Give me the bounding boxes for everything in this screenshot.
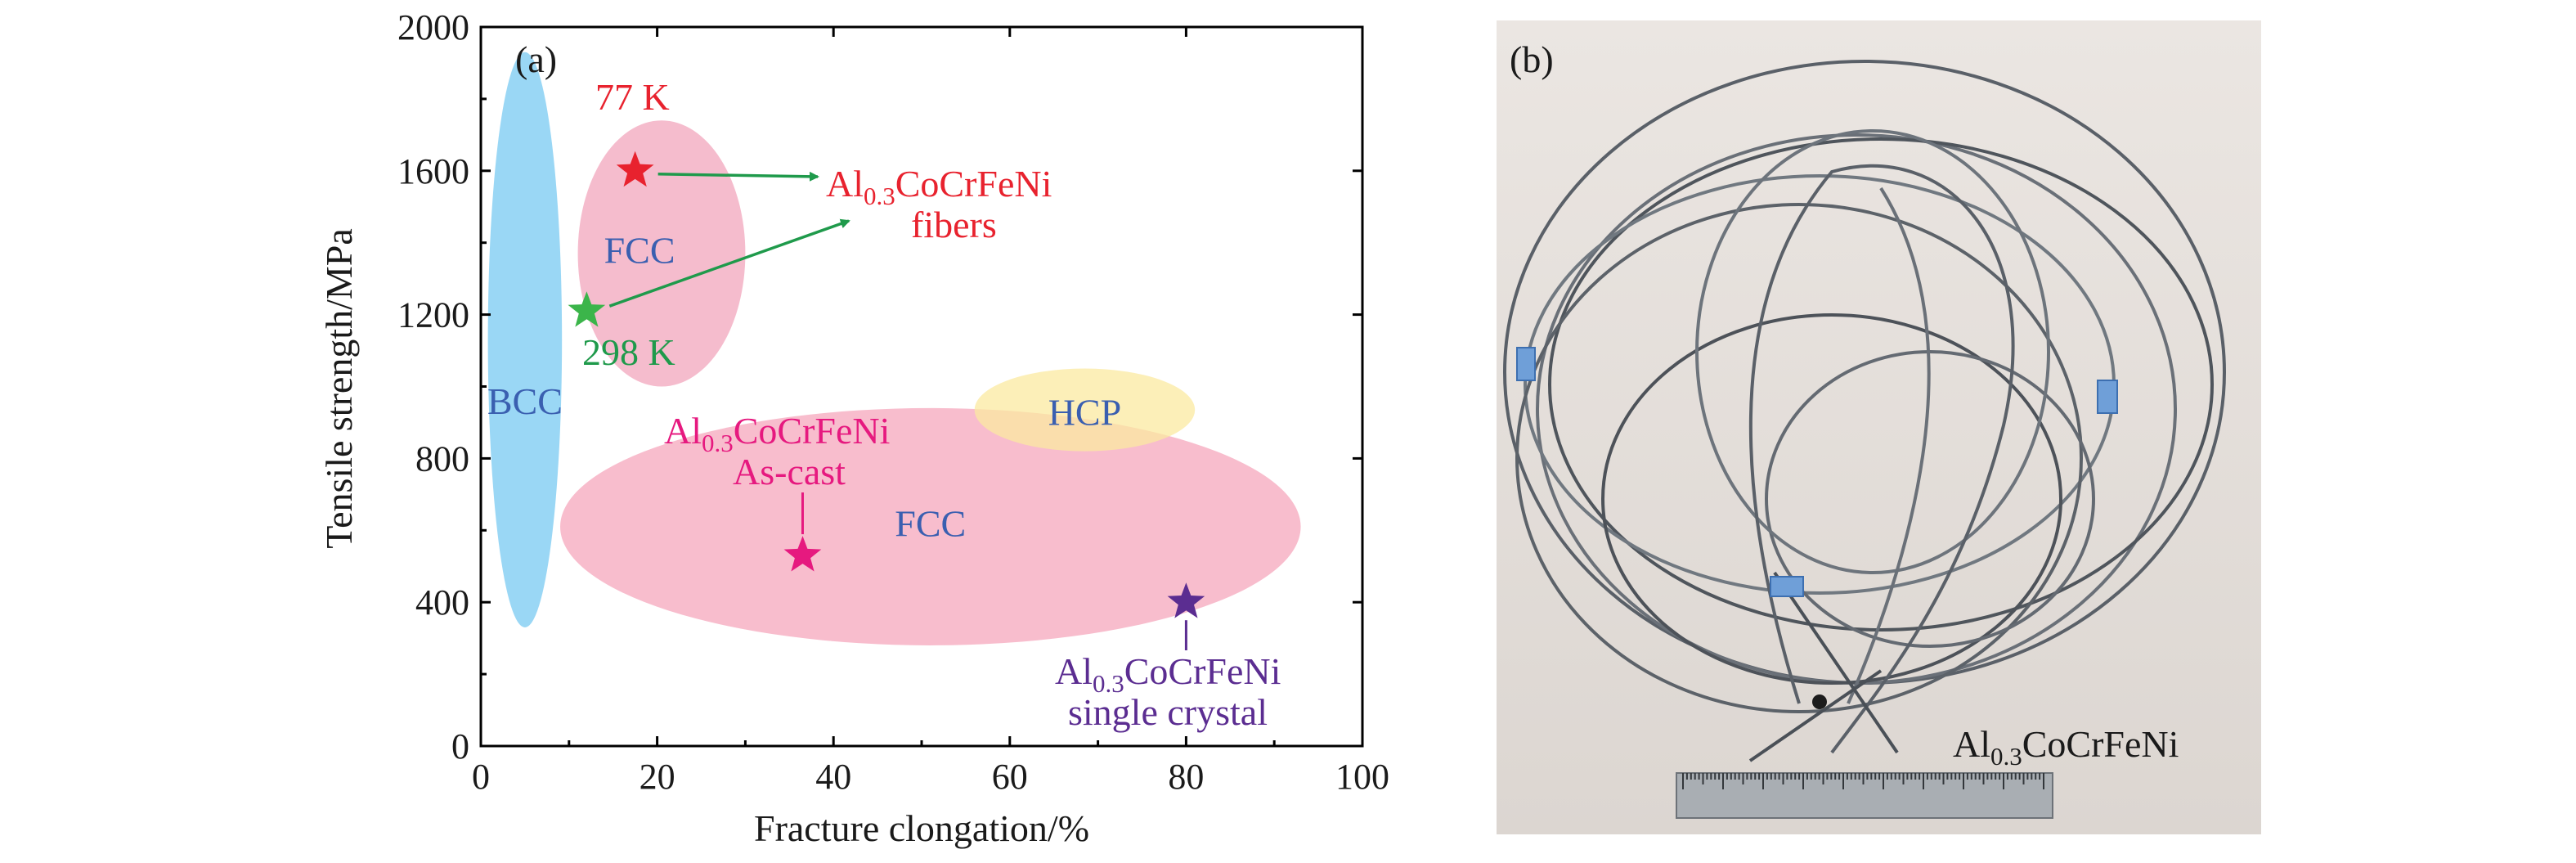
region-labels: BCC FCC FCC HCP	[487, 229, 1121, 544]
y-tick-label: 1600	[397, 151, 469, 191]
single-crystal-annotation-line2: single crystal	[1068, 691, 1268, 733]
region-label-fcc-bulk: FCC	[895, 503, 966, 545]
region-label-fcc-fiber: FCC	[604, 229, 675, 271]
photo-caption: Al0.3CoCrFeNi	[1953, 723, 2179, 771]
label-77k: 77 K	[595, 76, 670, 118]
y-tick-label: 0	[451, 726, 469, 766]
label-298k: 298 K	[582, 331, 675, 373]
y-tick-label: 400	[415, 582, 469, 623]
x-tick-label: 20	[640, 757, 675, 797]
region-fcc-fiber	[577, 120, 746, 387]
data-point-single-crystal	[1167, 582, 1205, 618]
x-tick-label: 100	[1335, 757, 1389, 797]
tape-marker	[1516, 347, 1536, 381]
data-point-fiber-298k	[568, 291, 606, 327]
y-tick-label: 1200	[397, 295, 469, 335]
data-point-as-cast	[783, 536, 822, 572]
region-hcp	[974, 368, 1196, 452]
fiber-coil-photo	[1503, 60, 2226, 762]
phase-regions	[487, 52, 1301, 645]
tape-marker	[1770, 576, 1804, 597]
ruler-icon	[1676, 772, 2053, 819]
annotation-arrows	[608, 171, 850, 308]
y-tick-label: 2000	[397, 7, 469, 47]
axis-ticks: 0 20 40 60 80 100 0 400 800 1200 1600 2000	[397, 7, 1389, 797]
single-crystal-annotation-line1: Al0.3CoCrFeNi	[1055, 650, 1281, 698]
region-fcc-bulk	[560, 407, 1301, 645]
chart-panel: 0 20 40 60 80 100 0 400 800 1200 1600 2000 BCC FCC FC…	[318, 7, 1389, 849]
data-point-fiber-77k	[616, 151, 654, 187]
photo-panel: (b) Al0.3CoCrFeNi	[1497, 20, 2261, 834]
x-tick-label: 40	[815, 757, 851, 797]
fiber-knot	[1812, 694, 1827, 709]
x-axis-title: Fracture clongation/%	[754, 807, 1089, 849]
arrow-298k	[608, 218, 850, 308]
x-tick-label: 60	[992, 757, 1028, 797]
region-label-hcp: HCP	[1048, 391, 1121, 433]
panel-label-b: (b)	[1510, 38, 1554, 80]
as-cast-annotation-line2: As-cast	[733, 451, 846, 492]
fibers-annotation-line1: Al0.3CoCrFeNi	[826, 163, 1052, 210]
fibers-annotation-line2: fibers	[911, 204, 997, 245]
data-points	[568, 151, 1205, 650]
as-cast-annotation-line1: Al0.3CoCrFeNi	[664, 410, 890, 457]
panel-label-a: (a)	[515, 38, 557, 80]
x-tick-label: 0	[472, 757, 490, 797]
arrow-77k	[657, 171, 819, 182]
y-tick-label: 800	[415, 438, 469, 479]
region-bcc	[487, 52, 563, 627]
y-axis-title: Tensile strength/MPa	[318, 228, 360, 549]
x-tick-label: 80	[1168, 757, 1204, 797]
region-label-bcc: BCC	[487, 380, 563, 422]
tape-marker	[2097, 380, 2118, 414]
photo-background	[1497, 20, 2261, 834]
